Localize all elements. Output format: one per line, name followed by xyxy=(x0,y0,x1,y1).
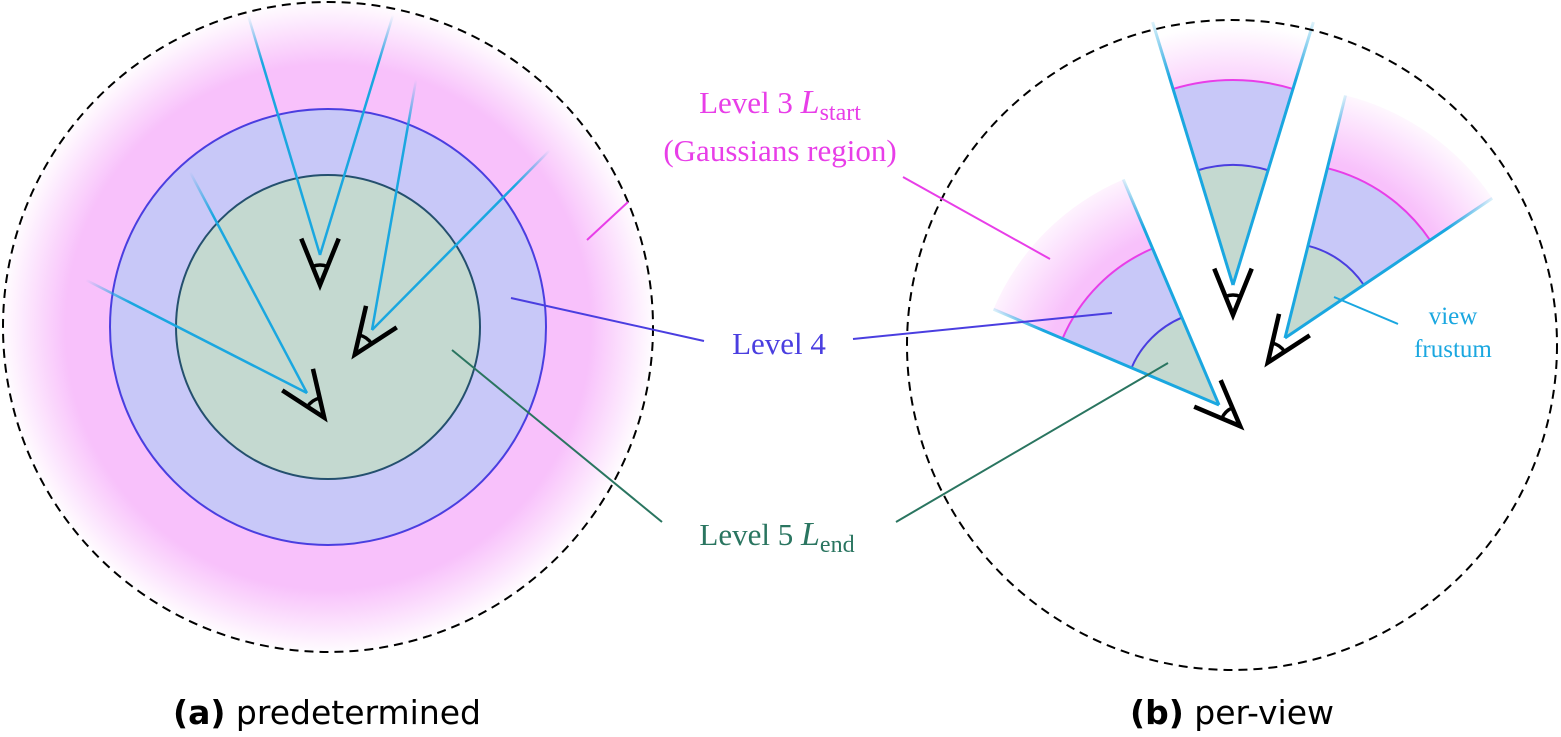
frustum-ray xyxy=(318,14,395,256)
scene-boundary-a xyxy=(2,1,654,653)
fov-arc-icon xyxy=(1220,406,1234,420)
camera-icon xyxy=(281,368,328,423)
wedge-level5 xyxy=(1131,317,1219,405)
level4-label: Level 4 xyxy=(732,326,826,361)
level3-boundary-arc xyxy=(1172,79,1294,90)
frustum-ray xyxy=(371,149,551,331)
camera-icon xyxy=(351,305,398,360)
level5-label: Level 5 Lend xyxy=(699,516,854,558)
level4-leader-a xyxy=(510,297,705,342)
wedge-level5 xyxy=(1197,165,1269,285)
level4-boundary-arc xyxy=(1197,164,1269,172)
fov-arc-icon xyxy=(311,263,329,269)
panel-per-view xyxy=(906,9,1558,671)
frustum-rays-a xyxy=(85,14,551,395)
frustum-ray xyxy=(246,14,322,256)
frustum-wedge xyxy=(1283,95,1494,340)
wedge-level4 xyxy=(1173,80,1293,171)
frustum-edge xyxy=(1121,178,1221,406)
frustum-edge xyxy=(1283,95,1347,339)
camera-icon xyxy=(1193,379,1245,431)
level3-leader-b xyxy=(902,176,1051,260)
frustum-ray xyxy=(85,278,308,395)
camera-icon xyxy=(299,237,341,292)
frustum-wedge xyxy=(992,178,1221,407)
level3-boundary-arc xyxy=(1061,247,1153,339)
view-frustum-label-line1: view xyxy=(1429,303,1478,330)
frustum-leader xyxy=(1333,296,1399,325)
frustum-edge xyxy=(1231,21,1315,286)
fov-arc-icon xyxy=(305,396,321,408)
frustum-edge xyxy=(992,307,1220,407)
level3-leader-a xyxy=(586,201,629,241)
wedge-level4 xyxy=(1062,248,1182,368)
frustum-ray xyxy=(188,171,309,394)
cameras-a xyxy=(281,237,398,423)
level4-boundary-arc xyxy=(1307,244,1365,286)
view-frustum-label-line2: frustum xyxy=(1414,336,1492,363)
frustum-edge xyxy=(1151,21,1235,286)
scene-boundary-b xyxy=(906,19,1558,671)
frustum-wedge xyxy=(1151,9,1315,286)
level4-leader-b xyxy=(852,312,1113,340)
level3-boundary-arc xyxy=(1327,167,1431,241)
fov-arc-icon xyxy=(1224,293,1242,299)
fov-arc-icon xyxy=(358,333,374,345)
wedge-level3 xyxy=(1152,9,1314,89)
wedge-level3 xyxy=(993,179,1153,339)
level3-label: Level 3 Lstart xyxy=(699,84,861,126)
cameras-b xyxy=(1193,267,1311,431)
wedge-level3 xyxy=(1327,95,1493,241)
level5-leader-a xyxy=(451,349,663,523)
level5-disk xyxy=(175,174,481,480)
frustum-ray xyxy=(370,79,418,331)
panel-predetermined xyxy=(2,1,654,653)
frustum-edge xyxy=(1284,196,1494,340)
level4-boundary-arc xyxy=(1130,316,1183,369)
level5-leader-b xyxy=(895,362,1169,523)
leader-lines xyxy=(451,176,1399,523)
caption-b: (b) per-view xyxy=(1130,693,1334,732)
fov-arc-icon xyxy=(1271,341,1287,353)
camera-icon xyxy=(1264,313,1311,368)
frustum-wedges xyxy=(992,9,1494,407)
camera-icon xyxy=(1212,267,1254,322)
caption-a: (a) predetermined xyxy=(173,693,481,732)
wedge-level4 xyxy=(1307,168,1431,285)
level3-sublabel: (Gaussians region) xyxy=(663,133,896,168)
wedge-level5 xyxy=(1285,245,1364,338)
